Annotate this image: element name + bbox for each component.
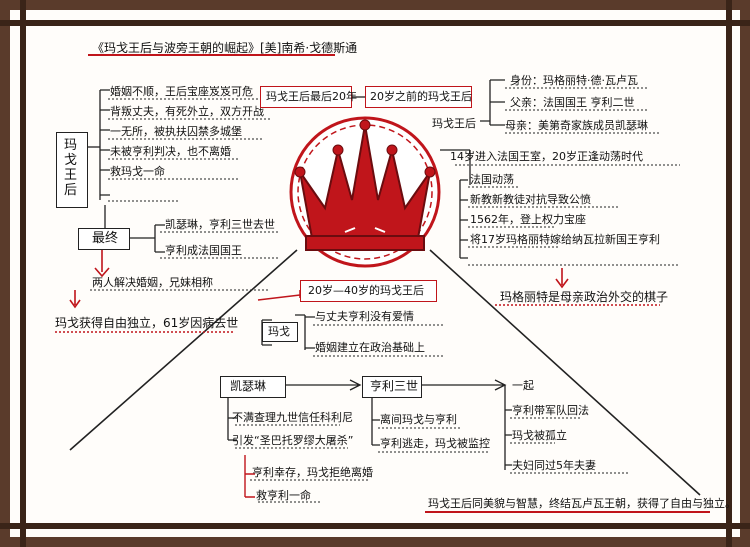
final-item-2: 亨利成法国国王: [165, 244, 242, 257]
before-box-label: 20岁之前的玛戈王后: [370, 90, 472, 103]
middle-root: 玛戈: [268, 325, 290, 338]
catherine-item-1: 不满查理九世信任科利尼: [232, 411, 353, 424]
outcome-item-4: 夫妇同过5年夫妻: [512, 459, 596, 472]
top-item-1: 法国动荡: [470, 173, 514, 186]
left-branch-2: 背叛丈夫，有死外立，双方开战: [110, 105, 264, 118]
outcome-item-3: 玛戈被孤立: [512, 429, 567, 442]
henry3-box: [362, 376, 422, 398]
crown-icon: [289, 116, 441, 268]
before-box: [365, 86, 472, 108]
outcome-item-1: 一起: [512, 379, 534, 392]
frame-bar-top: [0, 20, 750, 26]
henry3-item-1: 离间玛戈与亨利: [380, 413, 457, 426]
middle-item-2: 婚姻建立在政治基础上: [315, 341, 425, 354]
left-branch-1: 婚姻不顺，王后宝座岌岌可危: [110, 85, 253, 98]
middle-root-box: [262, 322, 298, 342]
final-label: 最终: [92, 231, 119, 246]
left-branch-3: 一无所，被执扶囚禁多城堡: [110, 125, 242, 138]
middle-item-1: 与丈夫亨利没有爱情: [315, 310, 414, 323]
outcome-2: 玛戈获得自由独立，61岁因病去世: [55, 316, 239, 330]
final-box: [78, 228, 130, 250]
canvas-area: [26, 26, 726, 523]
henry3-label: 亨利三世: [370, 379, 419, 393]
frame-bar-left: [20, 0, 26, 547]
frame-bar-right: [726, 0, 732, 547]
outcome-item-2: 亨利带军队回法: [512, 404, 589, 417]
mindmap-title: 《玛戈王后与波旁王朝的崛起》[美]南希·戈德斯通: [92, 41, 358, 55]
henry-died: 亨利幸存，玛戈拒绝离婚: [252, 466, 373, 479]
age-box: [260, 86, 352, 108]
mother-text: 母亲：美第奇家族成员凯瑟琳: [505, 119, 648, 132]
top-item-3: 1562年，登上权力宝座: [470, 213, 586, 226]
top-conclusion: 玛格丽特是母亲政治外交的棋子: [500, 290, 669, 304]
henry3-item-2: 亨利逃走，玛戈被监控: [380, 437, 490, 450]
left-root-label: 玛戈王后: [64, 138, 78, 198]
age-box-label: 玛戈王后最后20年: [266, 90, 357, 103]
father-text: 父亲：法国国王 亨利二世: [510, 96, 635, 109]
catherine-box: [220, 376, 286, 398]
catherine-label: 凯瑟琳: [230, 379, 267, 393]
catherine-item-2: 引发“圣巴托罗缪大屠杀”: [232, 434, 354, 447]
root-box-left: [56, 132, 88, 208]
save-henry: 救亨利一命: [256, 489, 311, 502]
middle-box-label: 20岁—40岁的玛戈王后: [308, 284, 424, 297]
footer-conclusion: 玛戈王后同美貌与智慧，终结瓦卢瓦王朝，获得了自由与独立。: [428, 497, 736, 510]
left-branch-5: 救玛戈一命: [110, 165, 165, 178]
queen-label: 玛戈王后: [432, 117, 476, 130]
era-text: 14岁进入法国王室，20岁正逢动荡时代: [450, 150, 643, 163]
left-branch-4: 未被亨利判决，也不离婚: [110, 145, 231, 158]
top-item-4: 将17岁玛格丽特嫁给纳瓦拉新国王亨利: [470, 233, 660, 246]
identity-text: 身份：玛格丽特·德·瓦卢瓦: [510, 74, 638, 87]
top-item-2: 新教新教徒对抗导致公愤: [470, 193, 591, 206]
middle-box: [300, 280, 437, 302]
outcome-1: 两人解决婚姻，兄妹相称: [92, 276, 213, 289]
final-item-1: 凯瑟琳，亨利三世去世: [165, 218, 275, 231]
frame-bar-bottom: [0, 523, 750, 529]
